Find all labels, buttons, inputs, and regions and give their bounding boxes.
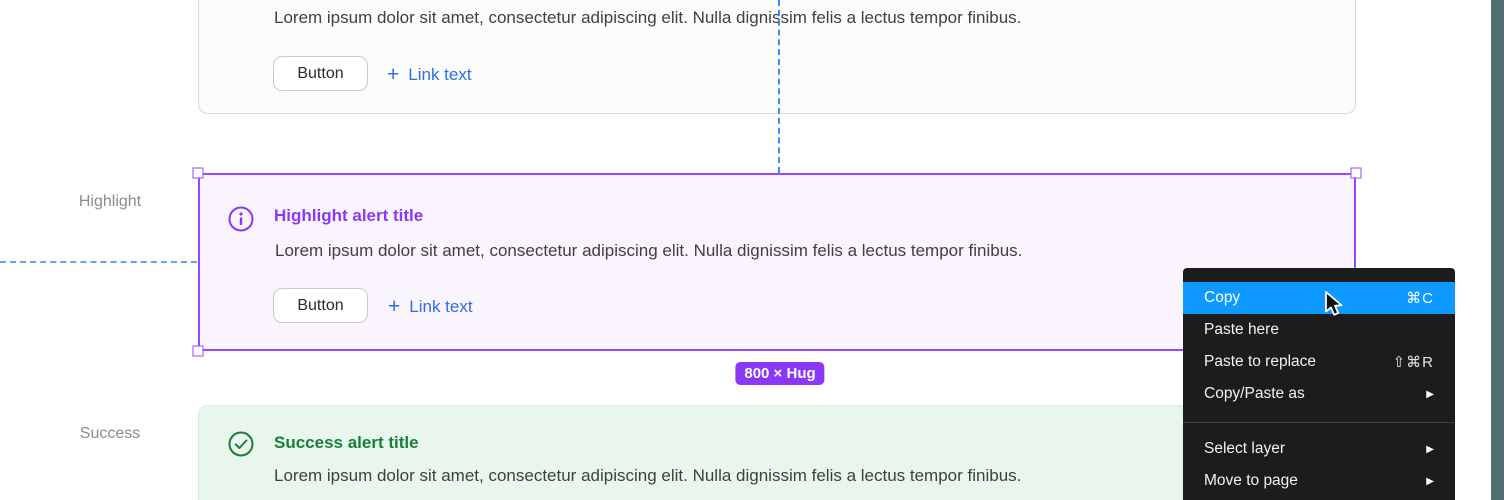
menu-item-move-to-page[interactable]: Move to page ▶ <box>1183 465 1455 497</box>
menu-item-copy-paste-as[interactable]: Copy/Paste as ▶ <box>1183 378 1455 410</box>
menu-item-select-layer[interactable]: Select layer ▶ <box>1183 433 1455 465</box>
alert-link[interactable]: + Link text <box>388 296 473 317</box>
alert-button-label: Button <box>297 296 344 314</box>
plus-icon: + <box>388 295 401 318</box>
alert-body-text: Lorem ipsum dolor sit amet, consectetur … <box>274 466 1022 485</box>
submenu-arrow-icon: ▶ <box>1426 388 1434 400</box>
menu-item-paste-to-replace[interactable]: Paste to replace ⇧⌘R <box>1183 346 1455 378</box>
alert-card-highlight[interactable]: Highlight alert title Lorem ipsum dolor … <box>198 173 1356 351</box>
selection-size-badge: 800 × Hug <box>735 362 825 385</box>
success-check-icon <box>228 431 254 457</box>
alert-body-text: Lorem ipsum dolor sit amet, consectetur … <box>275 241 1023 260</box>
alert-link-label: Link text <box>409 296 473 316</box>
plus-icon: + <box>387 63 400 86</box>
alert-button[interactable]: Button <box>273 288 368 323</box>
alert-link-label: Link text <box>408 64 472 84</box>
alert-button-label: Button <box>297 64 344 82</box>
menu-item-label: Copy <box>1204 289 1241 306</box>
alert-card-success[interactable]: Success alert title Lorem ipsum dolor si… <box>198 405 1356 500</box>
menu-separator <box>1183 422 1455 423</box>
submenu-arrow-icon: ▶ <box>1426 475 1434 487</box>
alert-link[interactable]: + Link text <box>387 64 472 85</box>
side-panel-edge-strip <box>1491 0 1504 500</box>
menu-item-label: Copy/Paste as <box>1204 385 1305 402</box>
alert-body-text: Lorem ipsum dolor sit amet, consectetur … <box>274 8 1022 27</box>
context-menu: Copy ⌘C Paste here Paste to replace ⇧⌘R … <box>1183 268 1455 500</box>
menu-shortcut: ⌘C <box>1406 290 1434 307</box>
section-label-success: Success <box>79 425 141 442</box>
mouse-cursor-icon <box>1325 291 1343 316</box>
selection-handle-top-left[interactable] <box>192 167 204 179</box>
selection-handle-top-right[interactable] <box>1350 167 1362 179</box>
submenu-arrow-icon: ▶ <box>1426 443 1434 455</box>
menu-shortcut: ⇧⌘R <box>1392 354 1434 371</box>
alert-title: Highlight alert title <box>274 206 424 225</box>
menu-item-paste-here[interactable]: Paste here <box>1183 314 1455 346</box>
menu-item-label: Move to page <box>1204 472 1298 489</box>
alert-card-default[interactable]: Lorem ipsum dolor sit amet, consectetur … <box>198 0 1356 114</box>
alert-button[interactable]: Button <box>273 56 368 91</box>
menu-item-label: Select layer <box>1204 440 1285 457</box>
vertical-alignment-guide <box>778 0 780 173</box>
horizontal-alignment-guide <box>0 261 197 263</box>
menu-item-label: Paste to replace <box>1204 353 1317 370</box>
info-icon <box>228 206 254 232</box>
alert-title: Success alert title <box>274 433 419 452</box>
selection-handle-bottom-left[interactable] <box>192 345 204 357</box>
menu-item-label: Paste here <box>1204 321 1279 338</box>
menu-item-copy[interactable]: Copy ⌘C <box>1183 282 1455 314</box>
section-label-highlight: Highlight <box>78 193 142 210</box>
